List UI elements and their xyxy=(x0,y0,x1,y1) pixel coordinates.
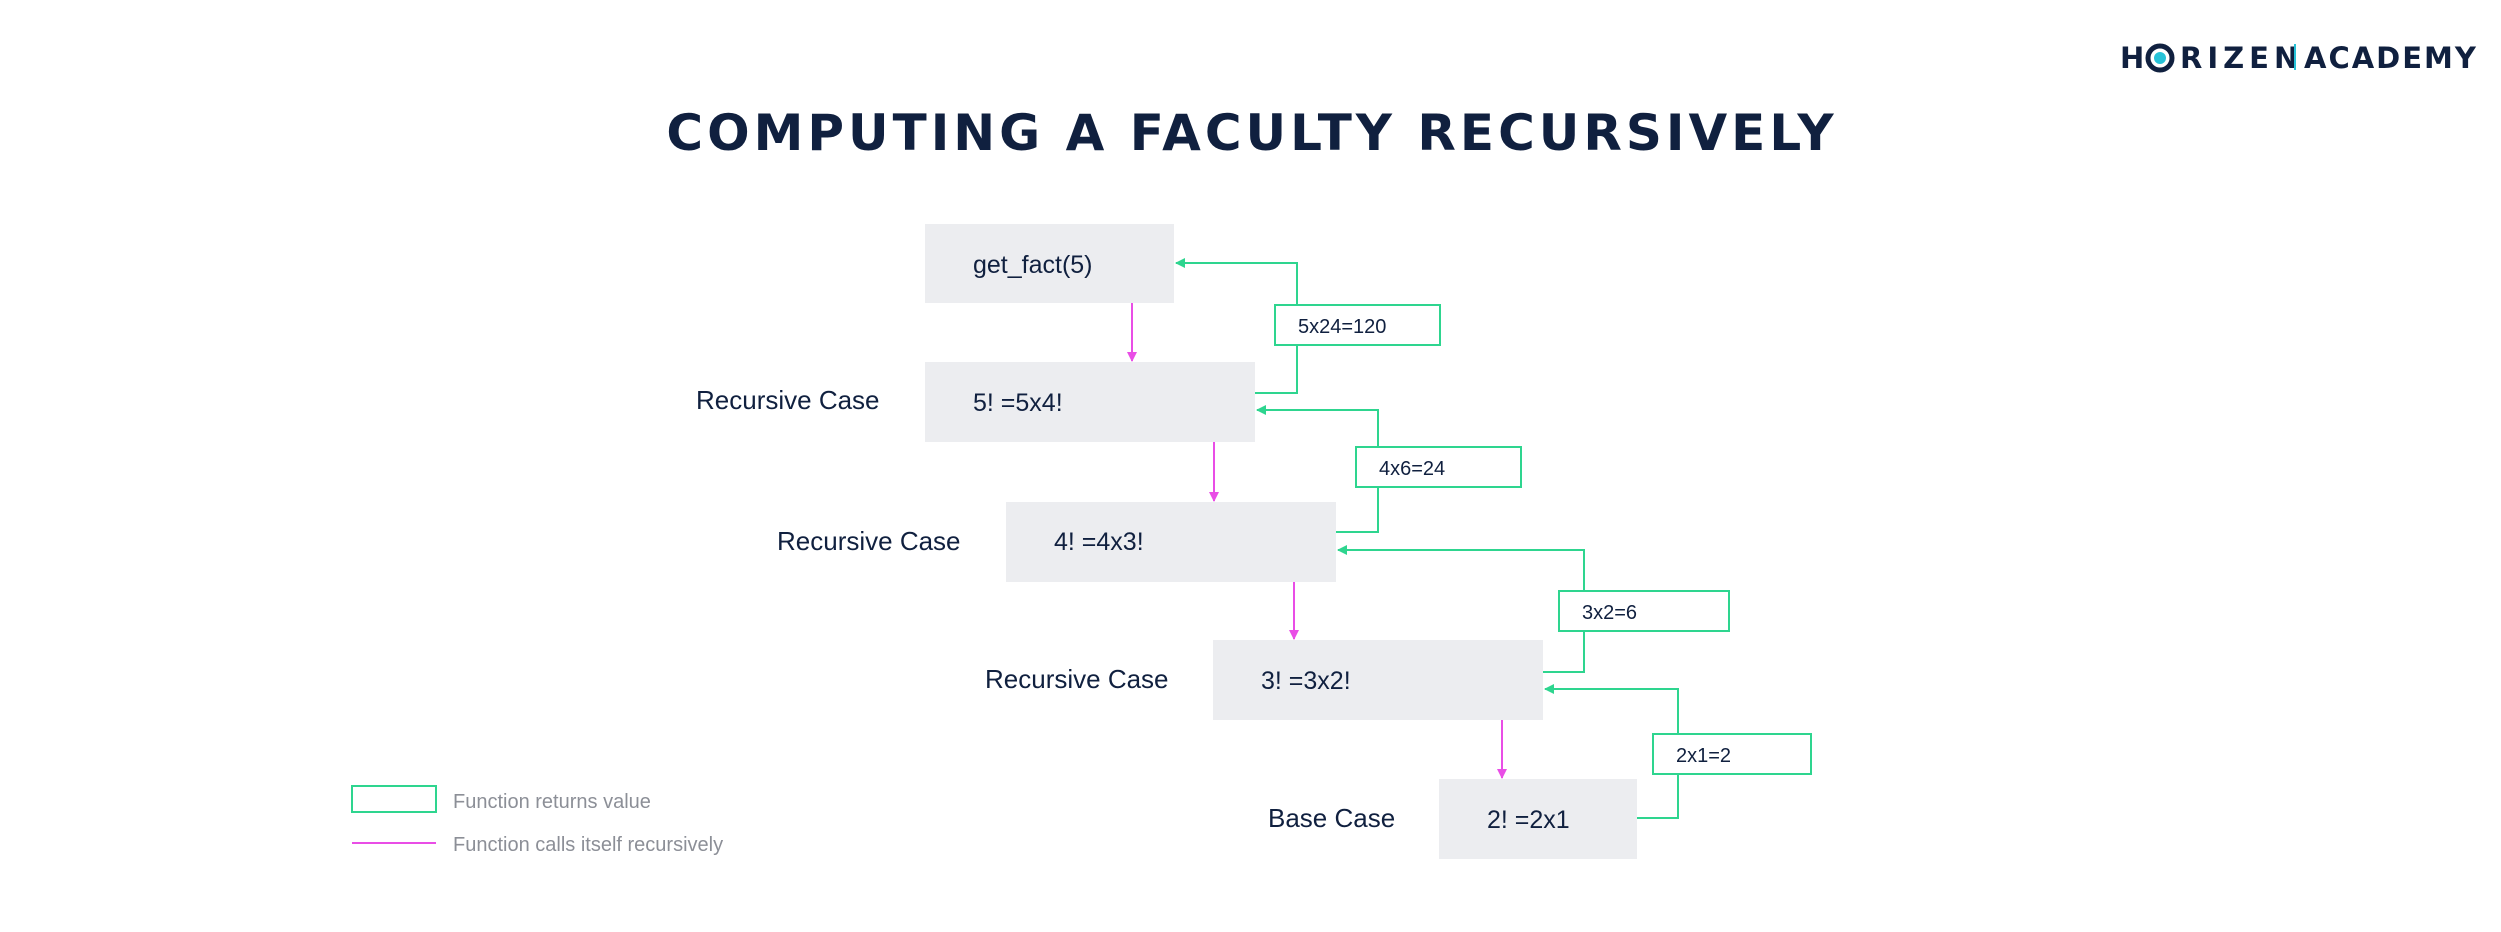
side-label-recursive-case: Recursive Case xyxy=(696,385,880,415)
return-value: 5x24=120 xyxy=(1298,316,1386,338)
legend-returns-label: Function returns value xyxy=(453,791,651,813)
logo-word-rizen: RIZEN xyxy=(2180,41,2303,75)
return-value: 4x6=24 xyxy=(1379,458,1445,480)
logo-o-icon xyxy=(2145,43,2175,73)
call-arrows xyxy=(1127,303,1507,779)
node-label: 3! =3x2! xyxy=(1261,667,1351,695)
page-title: COMPUTING A FACULTY RECURSIVELY xyxy=(666,104,1837,162)
node-label: 5! =5x4! xyxy=(973,389,1063,417)
return-box: 2x1=2 xyxy=(1652,733,1812,775)
node-base-case: 2! =2x1 xyxy=(1439,779,1637,859)
return-box: 4x6=24 xyxy=(1355,446,1522,488)
node-label: 2! =2x1 xyxy=(1487,806,1570,834)
node-get-fact: get_fact(5) xyxy=(925,224,1174,303)
horizen-academy-logo: H RIZEN ACADEMY xyxy=(2120,41,2478,75)
legend-returns-swatch xyxy=(351,785,437,813)
logo-divider xyxy=(2294,44,2296,70)
node-recursive-3: 3! =3x2! xyxy=(1213,640,1543,720)
return-value: 2x1=2 xyxy=(1676,745,1731,767)
return-value: 3x2=6 xyxy=(1582,602,1637,624)
node-label: 4! =4x3! xyxy=(1054,528,1144,556)
node-recursive-5: 5! =5x4! xyxy=(925,362,1255,442)
return-box: 5x24=120 xyxy=(1274,304,1441,346)
side-label-recursive-case: Recursive Case xyxy=(777,526,961,556)
logo-letter-h: H xyxy=(2120,41,2148,75)
logo-word-academy: ACADEMY xyxy=(2304,41,2478,75)
node-label: get_fact(5) xyxy=(973,251,1093,279)
node-recursive-4: 4! =4x3! xyxy=(1006,502,1336,582)
legend-calls-label: Function calls itself recursively xyxy=(453,834,723,856)
side-label-base-case: Base Case xyxy=(1268,803,1395,833)
return-box: 3x2=6 xyxy=(1558,590,1730,632)
legend: Function returns value Function calls it… xyxy=(351,785,723,856)
side-label-recursive-case: Recursive Case xyxy=(985,664,1169,694)
